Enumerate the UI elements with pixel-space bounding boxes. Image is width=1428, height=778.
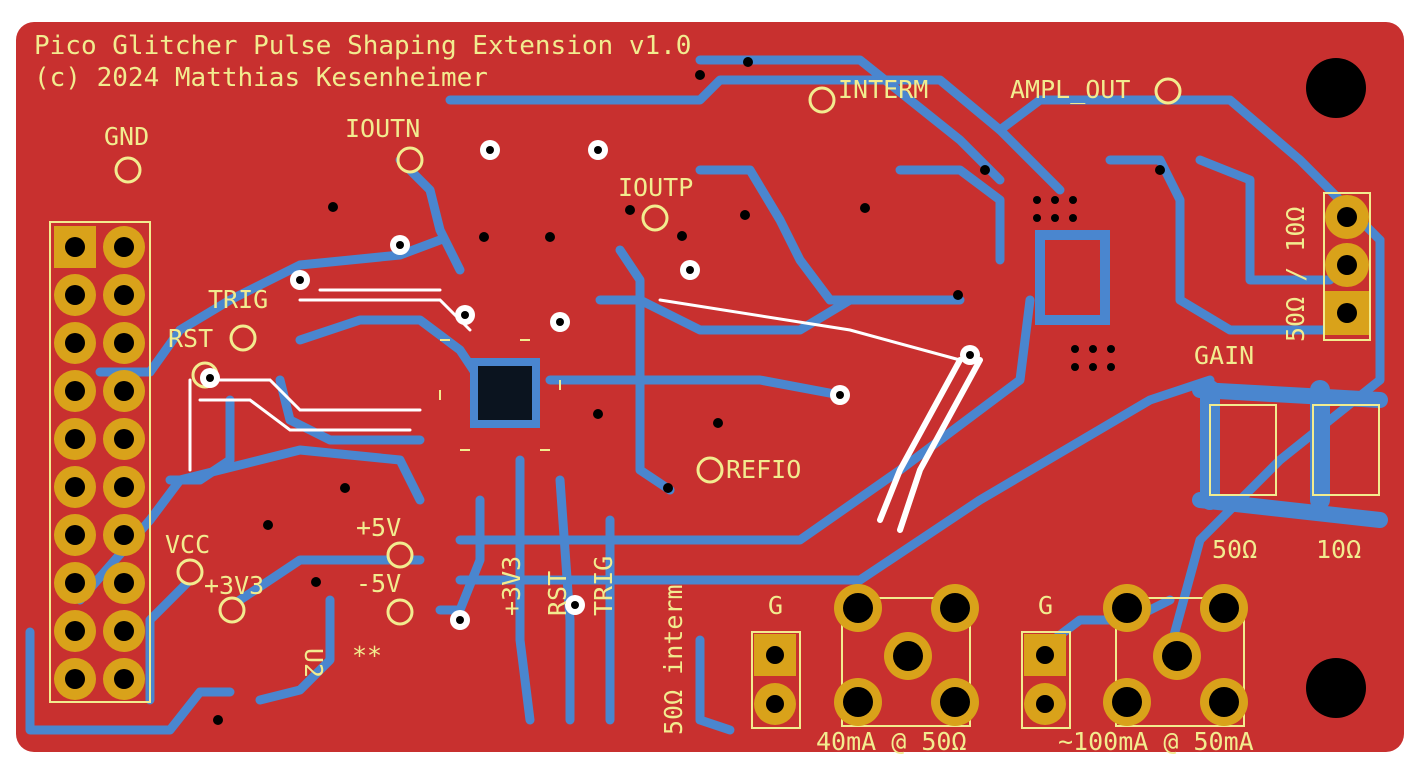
pin-header-2-left xyxy=(751,631,801,729)
header-drill xyxy=(114,285,134,305)
test-points xyxy=(114,77,1182,626)
label-u2: U2 xyxy=(299,648,328,678)
header-drill xyxy=(65,237,85,257)
label-interm: INTERM xyxy=(838,75,928,104)
label-50-interm: 50Ω interm xyxy=(659,584,688,735)
header-drill xyxy=(65,333,85,353)
label-50-10-select: 50Ω / 10Ω xyxy=(1281,207,1310,342)
label-gnd: GND xyxy=(104,122,149,151)
mounting-holes xyxy=(1306,58,1366,718)
header-drill xyxy=(114,477,134,497)
header-drill xyxy=(65,381,85,401)
label-trig: TRIG xyxy=(208,285,268,314)
label-trig-vertical: TRIG xyxy=(589,556,618,616)
dac-ic xyxy=(439,339,561,451)
label-ioutn: IOUTN xyxy=(345,114,420,143)
pin-header-3 xyxy=(1323,192,1371,341)
header-drill xyxy=(65,669,85,689)
label-r50: 50Ω xyxy=(1212,535,1257,564)
signal-traces xyxy=(188,288,983,533)
header-drill xyxy=(114,525,134,545)
label-stars: ** xyxy=(352,641,382,670)
pin-header-2x10 xyxy=(49,221,151,703)
label-3v3: +3V3 xyxy=(204,571,264,600)
header-drill xyxy=(114,381,134,401)
sma-connector-left xyxy=(834,584,979,727)
board-copyright: (c) 2024 Matthias Kesenheimer xyxy=(34,63,488,93)
label-refio: REFIO xyxy=(726,455,801,484)
resistor-50 xyxy=(1209,404,1277,496)
amplifier-ic xyxy=(1035,230,1110,325)
header-drill xyxy=(65,621,85,641)
header-drill xyxy=(65,477,85,497)
header-drill xyxy=(65,429,85,449)
label-rst-vertical: RST xyxy=(543,571,572,616)
label-vcc: VCC xyxy=(165,530,210,559)
silkscreen-text: Pico Glitcher Pulse Shaping Extension v1… xyxy=(34,31,1361,756)
header-drill xyxy=(114,669,134,689)
resistor-10 xyxy=(1312,404,1380,496)
label-ioutp: IOUTP xyxy=(618,173,693,202)
label-rst: RST xyxy=(168,324,213,353)
header-drill xyxy=(114,429,134,449)
copper-traces xyxy=(25,55,1388,735)
label-5v-neg: -5V xyxy=(356,569,401,598)
label-40ma: 40mA @ 50Ω xyxy=(816,727,967,756)
label-gain: GAIN xyxy=(1194,341,1254,370)
board-title: Pico Glitcher Pulse Shaping Extension v1… xyxy=(34,31,691,61)
pin-header-2-right xyxy=(1021,631,1071,729)
label-r10: 10Ω xyxy=(1316,535,1361,564)
board-substrate xyxy=(16,22,1404,752)
label-g-left: G xyxy=(768,591,783,620)
label-5v-pos: +5V xyxy=(356,513,401,542)
header-drill xyxy=(114,237,134,257)
header-drill xyxy=(114,573,134,593)
sma-connector-right xyxy=(1103,584,1248,727)
label-g-right: G xyxy=(1038,591,1053,620)
header-drill xyxy=(65,285,85,305)
label-3v3-vertical: +3V3 xyxy=(497,556,526,616)
header-drill xyxy=(65,573,85,593)
header-drill xyxy=(114,621,134,641)
vias xyxy=(200,57,1165,725)
label-ampl-out: AMPL_OUT xyxy=(1010,75,1130,104)
label-100ma: ~100mA @ 50mA xyxy=(1058,727,1254,756)
header-drill xyxy=(114,333,134,353)
header-drill xyxy=(65,525,85,545)
